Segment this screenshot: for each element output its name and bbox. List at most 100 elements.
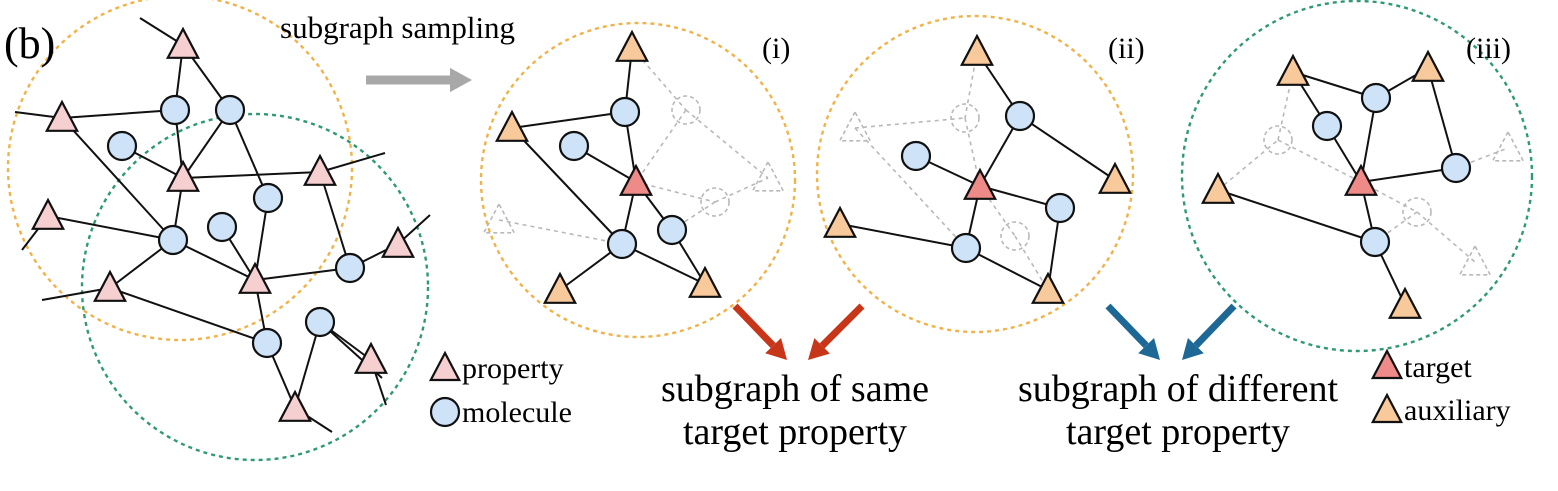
faded-edge (854, 117, 966, 129)
property-node (277, 389, 313, 422)
caption-same-line2: target property (682, 410, 908, 453)
legend-target-label: target (1404, 351, 1472, 384)
caption-different-target: subgraph of different target property (978, 368, 1378, 453)
graph-edge (61, 109, 176, 119)
molecule-node (206, 211, 238, 243)
faded-edge (1217, 139, 1279, 191)
property-node (92, 269, 128, 302)
molecule-node (606, 228, 638, 260)
subgraph-ii-edge (839, 223, 967, 249)
graph-edge (109, 287, 268, 344)
subgraph-i-region (479, 21, 797, 339)
legend-target-icon (1370, 348, 1404, 380)
different-target-arrow-right-shaft (1193, 303, 1237, 349)
subgraph-label-ii: (ii) (1108, 32, 1145, 65)
property-node (237, 261, 273, 294)
dangling-edge (319, 152, 386, 173)
faded-edge (635, 181, 716, 203)
faded-property-node (482, 202, 516, 234)
molecule-node (334, 252, 366, 284)
faded-edge (631, 47, 687, 111)
auxiliary-node (959, 33, 995, 66)
graph-edge (229, 109, 269, 199)
molecule-node (1004, 100, 1036, 132)
graph-edge (172, 239, 256, 281)
faded-edge (635, 109, 687, 183)
faded-molecule-node (671, 95, 701, 125)
subgraph-ii-edge (965, 247, 1049, 291)
subgraph-label-i: (i) (762, 32, 791, 65)
target-node (962, 167, 998, 200)
caption-different-line2: target property (1065, 410, 1291, 453)
subgraph-i-edge (621, 243, 706, 285)
faded-edge (685, 109, 769, 179)
legend-molecule-label: molecule (462, 396, 572, 429)
molecule-node (609, 96, 641, 128)
panel-label: (b) (4, 19, 56, 68)
faded-property-node (1458, 244, 1492, 276)
same-target-arrow-left-shaft (732, 303, 776, 349)
legend-molecule-icon (429, 396, 461, 428)
auxiliary-node (1387, 286, 1423, 319)
molecule-node (159, 94, 191, 126)
auxiliary-node (1410, 49, 1446, 82)
different-target-arrow-right-head (1182, 337, 1204, 360)
subgraph-label-iii: (iii) (1466, 32, 1511, 65)
different-target-arrow-left-head (1138, 337, 1160, 360)
molecule-node (1359, 226, 1391, 258)
molecule-node (900, 140, 932, 172)
same-target-arrow-left-head (765, 337, 787, 360)
property-node (30, 197, 66, 230)
property-node (165, 26, 201, 59)
auxiliary-node (1030, 271, 1066, 304)
graph-edge (61, 117, 174, 241)
molecule-node (251, 327, 283, 359)
molecule-node (1360, 82, 1392, 114)
molecule-node (656, 214, 688, 246)
dangling-edge (41, 287, 111, 301)
auxiliary-node (614, 29, 650, 62)
molecule-node (252, 182, 284, 214)
auxiliary-node (687, 265, 723, 298)
same-target-arrow-right-head (808, 338, 830, 360)
target-node (618, 163, 654, 196)
property-node (165, 159, 201, 192)
subgraph-i-edge (511, 127, 623, 245)
faded-molecule-node (950, 103, 980, 133)
subgraph-ii-region (815, 14, 1135, 334)
faded-property-node (838, 110, 872, 142)
faded-property-node (751, 160, 785, 192)
subgraph-iii-edge (1427, 67, 1457, 169)
subgraph-iii-edge (1360, 167, 1457, 183)
graph-edge (47, 215, 174, 241)
faded-edge (714, 177, 769, 203)
auxiliary-node (1200, 171, 1236, 204)
faded-molecule-node (1263, 125, 1293, 155)
faded-molecule-node (1402, 197, 1432, 227)
faded-edge (1014, 235, 1049, 291)
subgraph-iii-edge (1217, 189, 1376, 243)
faded-edge (498, 219, 623, 245)
caption-same-target: subgraph of same target property (620, 368, 970, 453)
target-node (1343, 163, 1379, 196)
legend-property-icon (428, 350, 462, 382)
molecule-node (157, 224, 189, 256)
faded-edge (854, 127, 967, 249)
caption-same-line1: subgraph of same (660, 368, 930, 410)
property-node (380, 225, 416, 258)
legend-auxiliary-label: auxiliary (1404, 394, 1511, 427)
molecule-node (304, 306, 336, 338)
same-target-arrow-right-shaft (819, 303, 865, 349)
property-node (44, 99, 80, 132)
graph-edge (182, 171, 321, 179)
molecule-node (1311, 110, 1343, 142)
auxiliary-node (1275, 53, 1311, 86)
orange-sample-region (6, 0, 354, 342)
faded-property-node (1491, 130, 1525, 162)
different-target-arrow-left-shaft (1105, 303, 1149, 349)
molecule-node (950, 232, 982, 264)
molecule-node (558, 130, 590, 162)
molecule-node (1440, 152, 1472, 184)
molecule-node (106, 130, 138, 162)
